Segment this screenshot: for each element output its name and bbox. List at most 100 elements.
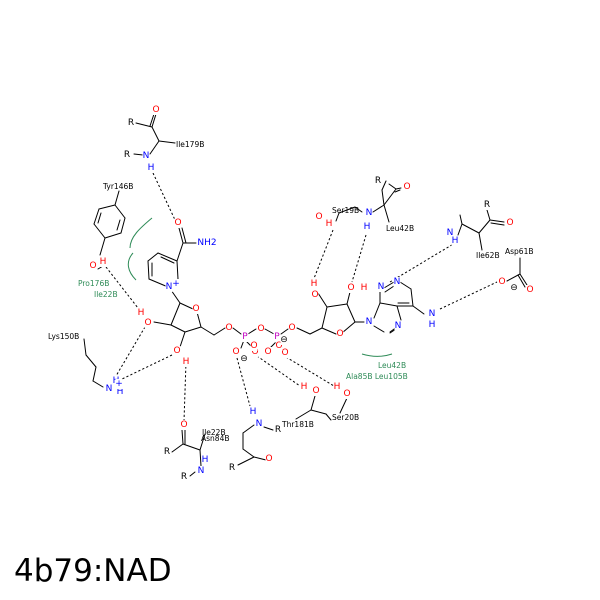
atom-bg-n-lys150 [105, 384, 113, 394]
residue-thr181: Thr181B [281, 420, 314, 429]
atom-o-ser20: O [343, 389, 350, 399]
atom-bg-o-ile62 [506, 218, 514, 228]
atom-bg-o-nic-amide [174, 218, 182, 228]
atom-h-ribn-3: H [183, 357, 190, 367]
atom-bg-o-riba-3 [347, 283, 355, 293]
residue-asn84: Asn84B [201, 434, 229, 443]
atom-o-pa-top: O [232, 347, 239, 357]
atom-n-nic-ring: N [166, 282, 173, 292]
atom-bg-p-a [241, 332, 249, 342]
atom-n-ad-6: N [429, 309, 436, 319]
atom-bg-h-riba-3 [360, 283, 368, 293]
atom-h-thr181: H [301, 382, 308, 392]
atom-h-ile179: H [148, 163, 155, 173]
atom-bg-h-tyr146 [99, 257, 107, 267]
atom-n-nic-amide: NH2 [197, 238, 216, 248]
atom-bg-h-riba-2 [310, 279, 318, 289]
residue-bonds [83, 113, 528, 477]
atom-n-lys150: N [106, 384, 113, 394]
atom-bg-o-ser20 [343, 389, 351, 399]
atom-r-ile62: R [484, 200, 490, 210]
atom-o-nic-amide: O [174, 218, 181, 228]
atom-bg-o-thr181 [312, 386, 320, 396]
atom-r-asn84b: R [275, 425, 281, 435]
residue-leu42-top: Leu42B [386, 224, 414, 233]
atom-o-pa-b2: O [250, 341, 257, 351]
ligand-bonds [147, 227, 425, 351]
atom-bg-o-leu42 [403, 182, 411, 192]
atom-o-ile22: O [180, 420, 187, 430]
atom-o-pb-b2: O [275, 341, 282, 351]
atom-bg-n-nic-amide [197, 238, 217, 248]
atom-n-ile179: N [143, 151, 150, 161]
atom-bg-r-ile179b [123, 150, 131, 160]
atom-o-leu42: O [403, 182, 410, 192]
atom-o-pb-top: O [264, 347, 271, 357]
atom-bg-h-ribn-2 [137, 308, 145, 318]
atom-bg-o-riba-2 [311, 290, 319, 300]
atom-h-asn84: H [250, 407, 257, 417]
atom-bg-minus-pa [240, 354, 248, 364]
atom-n-ad-7: N [395, 321, 402, 331]
atom-bg-o-bridge [257, 324, 265, 334]
atom-o-tyr146: O [89, 261, 96, 271]
atom-bg-o-pa-top [232, 347, 240, 357]
residue-ile179: Ile179B [176, 140, 204, 149]
atom-bg-r-asn84 [228, 463, 236, 473]
atom-n-ad-9: N [366, 317, 373, 327]
atom-bg-n-ile62 [446, 228, 454, 238]
atom-bg-minus-asp61 [510, 283, 518, 293]
atom-bg-n-ad-7 [394, 321, 402, 331]
atom-h-ser20: H [334, 382, 341, 392]
atom-bg-h-ile179 [147, 163, 155, 173]
atom-bg-o-ribn-2 [144, 318, 152, 328]
atom-bg-h-ribn-3 [182, 357, 190, 367]
atom-h-ile22: H [202, 455, 209, 465]
atom-bg-n-ile179 [142, 151, 150, 161]
atom-bg-r-asn84b [274, 425, 282, 435]
atom-bg-o-riba-5 [288, 323, 296, 333]
atom-o-riba-3: O [347, 283, 354, 293]
atom-o-pa-b1: O [251, 347, 258, 357]
atom-o-ile179: O [152, 105, 159, 115]
atom-bg-o-ribn-3 [173, 346, 181, 356]
atom-o-pb-b1: O [281, 348, 288, 358]
atom-o-thr181: O [312, 386, 319, 396]
atom-minus-pa: ⊖ [240, 354, 248, 364]
atom-bg-plus-lys150 [115, 379, 123, 389]
atom-bg-h-ser20 [333, 382, 341, 392]
atom-bg-p-b [273, 332, 281, 342]
atom-r-ile22b: R [181, 472, 187, 482]
atom-bg-o-asp61a [498, 277, 506, 287]
atom-bg-h-ile62 [451, 236, 459, 246]
atom-bg-n-ad-6 [428, 309, 436, 319]
atom-bg-o-asn84 [265, 454, 273, 464]
atom-bg-o-riba-ring [336, 329, 344, 339]
atom-bg-o-asp61b [526, 285, 534, 295]
atom-o-asp61a: O [498, 277, 505, 287]
atom-n-ile22: N [198, 466, 205, 476]
atom-h-ile62: H [452, 236, 459, 246]
atom-bg-h-ser19 [325, 219, 333, 229]
atom-o-ser19: O [315, 212, 322, 222]
atom-bg-o-ribn-5 [225, 323, 233, 333]
atom-o-riba-2: O [311, 290, 318, 300]
atom-bg-r-ile179a [127, 118, 135, 128]
residue-ile62: Ile62B [476, 251, 500, 260]
atom-bg-n-nic-ring [165, 282, 173, 292]
residue-ser19: Ser19B [332, 206, 359, 215]
atom-bg-o-pb-top [264, 347, 272, 357]
atom-plus-lys150: + [115, 379, 123, 389]
atom-p-b: P [274, 332, 280, 342]
atom-bg-o-ser19 [315, 212, 323, 222]
atom-o-asp61b: O [526, 285, 533, 295]
residue-labels: Ile179B Tyr146B Pro176B Ile22B Lys150B S… [48, 140, 534, 443]
hydrogen-bonds [105, 172, 498, 422]
residue-asp61: Asp61B [505, 247, 534, 256]
atom-h-ribn-2: H [138, 308, 145, 318]
residue-tyr146: Tyr146B [102, 182, 133, 191]
atom-bg-n-ile22 [197, 466, 205, 476]
atom-o-asn84: O [265, 454, 272, 464]
atom-bg-o-pa-b1 [251, 347, 259, 357]
atom-bg-n-ad-1 [393, 277, 401, 287]
